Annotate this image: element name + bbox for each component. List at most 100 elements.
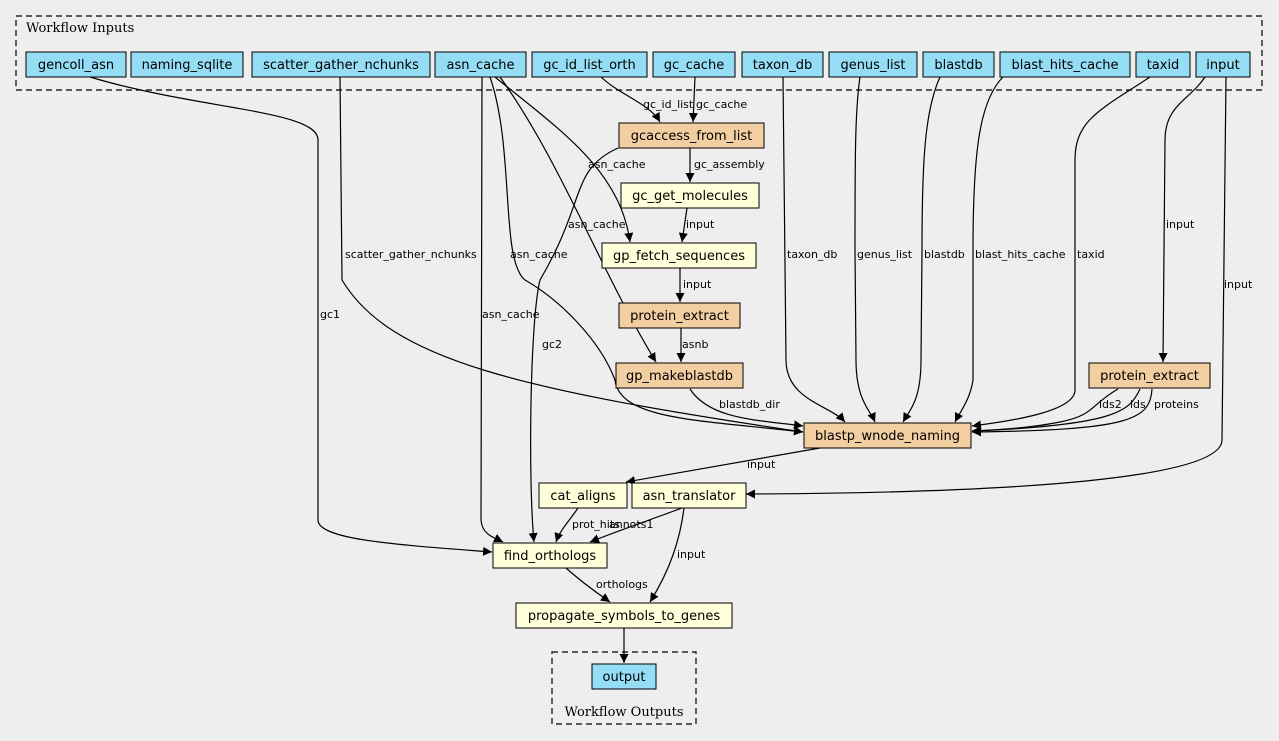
node-label: gc_cache bbox=[664, 58, 724, 73]
edge-asn_cache-to-blastp_wnode_naming bbox=[489, 76, 804, 436]
edge-taxon_db-to-blastp_wnode_naming bbox=[782, 76, 846, 423]
node-box bbox=[620, 182, 760, 209]
node-label: gencoll_asn bbox=[38, 58, 114, 73]
node-label: gc_id_list_orth bbox=[543, 58, 636, 73]
node-box bbox=[1135, 51, 1191, 78]
edge-label-blastdb-dir: blastdb_dir bbox=[719, 398, 780, 411]
node-label: input bbox=[1206, 58, 1239, 73]
edge-gencoll_asn-to-find_orthologs bbox=[89, 76, 493, 556]
node-box bbox=[922, 51, 995, 78]
edge-label-gc-id-list: gc_id_list bbox=[643, 98, 694, 111]
edge-scatter_gather_nchunks-to-blastp_wnode_naming bbox=[339, 76, 804, 436]
node-protein-extract-1[interactable]: protein_extract bbox=[618, 302, 741, 329]
edge-label-asn-cache: asn_cache bbox=[482, 308, 540, 321]
node-gencoll-asn[interactable]: gencoll_asn bbox=[25, 51, 127, 78]
node-box bbox=[251, 51, 431, 78]
node-blastp-wnode-naming[interactable]: blastp_wnode_naming bbox=[803, 422, 972, 449]
edge-label-input: input bbox=[677, 548, 706, 561]
node-input[interactable]: input bbox=[1195, 51, 1251, 78]
node-gc-cache[interactable]: gc_cache bbox=[652, 51, 736, 78]
edge-label-orthologs: orthologs bbox=[596, 578, 648, 591]
node-label: gcaccess_from_list bbox=[631, 129, 753, 144]
edge-label-prot-hits: prot_hits bbox=[572, 518, 620, 531]
node-box bbox=[741, 51, 824, 78]
node-label: naming_sqlite bbox=[142, 58, 233, 73]
workflow-inputs-label: Workflow Inputs bbox=[26, 21, 134, 36]
node-output[interactable]: output bbox=[591, 663, 657, 690]
node-blastdb[interactable]: blastdb bbox=[922, 51, 995, 78]
edge-asn_cache-to-find_orthologs bbox=[480, 76, 504, 543]
edge-input-to-protein_extract_2 bbox=[1158, 76, 1206, 363]
edge-label-gc-cache: gc_cache bbox=[696, 98, 747, 111]
edge-gcaccess_from_list-to-find_orthologs bbox=[528, 147, 619, 543]
node-box bbox=[618, 122, 765, 149]
edge-label-taxid: taxid bbox=[1077, 248, 1105, 261]
node-box bbox=[591, 663, 657, 690]
node-gp-makeblastdb[interactable]: gp_makeblastdb bbox=[615, 362, 744, 389]
edge-asn_cache-to-gp_fetch_sequences bbox=[494, 76, 634, 243]
node-asn-translator[interactable]: asn_translator bbox=[631, 482, 747, 509]
edge-cat_aligns-to-find_orthologs bbox=[554, 507, 579, 543]
edge-input-to-asn_translator bbox=[745, 76, 1227, 499]
node-label: propagate_symbols_to_genes bbox=[528, 609, 721, 624]
edge-gc_cache-to-gcaccess_from_list bbox=[688, 76, 698, 123]
node-gcaccess-from-list[interactable]: gcaccess_from_list bbox=[618, 122, 765, 149]
node-gc-get-molecules[interactable]: gc_get_molecules bbox=[620, 182, 760, 209]
node-box bbox=[615, 362, 744, 389]
edge-label-proteins: proteins bbox=[1154, 398, 1199, 411]
node-scatter-gather-nchunks[interactable]: scatter_gather_nchunks bbox=[251, 51, 431, 78]
edge-gc_id_list_orth-to-gcaccess_from_list bbox=[600, 76, 661, 123]
node-label: blastdb bbox=[934, 58, 982, 73]
edge-blastp_wnode_naming-to-cat_aligns bbox=[625, 447, 821, 485]
node-box bbox=[531, 51, 648, 78]
edge-protein_extract_2-to-blastp_wnode_naming bbox=[971, 388, 1153, 437]
edge-label-gc-assembly: gc_assembly bbox=[694, 158, 765, 171]
node-box bbox=[1195, 51, 1251, 78]
edge-label-gc2: gc2 bbox=[542, 338, 562, 351]
node-box bbox=[618, 302, 741, 329]
edge-label-genus-list: genus_list bbox=[857, 248, 913, 261]
node-genus-list[interactable]: genus_list bbox=[828, 51, 918, 78]
node-label: blastp_wnode_naming bbox=[815, 429, 960, 444]
edge-label-asn-cache: asn_cache bbox=[588, 158, 646, 171]
node-label: output bbox=[603, 670, 646, 685]
node-gp-fetch-sequences[interactable]: gp_fetch_sequences bbox=[601, 242, 757, 269]
node-naming-sqlite[interactable]: naming_sqlite bbox=[130, 51, 244, 78]
node-box bbox=[492, 542, 608, 569]
node-label: protein_extract bbox=[1100, 369, 1199, 384]
edge-label-annots1: annots1 bbox=[609, 518, 653, 531]
node-box bbox=[130, 51, 244, 78]
edge-label-blast-hits-cache: blast_hits_cache bbox=[975, 248, 1066, 261]
edge-label-input: input bbox=[1224, 278, 1253, 291]
node-find-orthologs[interactable]: find_orthologs bbox=[492, 542, 608, 569]
edge-label-input: input bbox=[1166, 218, 1195, 231]
node-box bbox=[1088, 362, 1211, 389]
node-label: cat_aligns bbox=[550, 489, 615, 504]
node-label: find_orthologs bbox=[504, 549, 597, 564]
node-label: taxid bbox=[1147, 58, 1180, 73]
edge-asn_translator-to-find_orthologs bbox=[589, 507, 683, 543]
node-cat-aligns[interactable]: cat_aligns bbox=[538, 482, 628, 509]
edge-blastdb-to-blastp_wnode_naming bbox=[902, 76, 941, 423]
node-asn-cache[interactable]: asn_cache bbox=[434, 51, 527, 78]
edge-gp_makeblastdb-to-blastp_wnode_naming bbox=[689, 388, 804, 430]
node-blast-hits-cache[interactable]: blast_hits_cache bbox=[999, 51, 1131, 78]
node-box bbox=[434, 51, 527, 78]
edge-label-input: input bbox=[747, 458, 776, 471]
node-taxid[interactable]: taxid bbox=[1135, 51, 1191, 78]
node-protein-extract-2[interactable]: protein_extract bbox=[1088, 362, 1211, 389]
node-label: genus_list bbox=[840, 58, 905, 73]
edge-label-input: input bbox=[683, 278, 712, 291]
edge-label-lds: lds bbox=[1130, 398, 1146, 411]
edge-gc_get_molecules-to-gp_fetch_sequences bbox=[678, 207, 688, 243]
edge-asn_translator-to-propagate_symbols_to_genes bbox=[649, 507, 685, 603]
node-label: asn_cache bbox=[447, 58, 515, 73]
node-gc-id-list-orth[interactable]: gc_id_list_orth bbox=[531, 51, 648, 78]
node-propagate-symbols-to-genes[interactable]: propagate_symbols_to_genes bbox=[515, 602, 733, 629]
edge-label-asn-cache: asn_cache bbox=[510, 248, 568, 261]
node-box bbox=[999, 51, 1131, 78]
edge-genus_list-to-blastp_wnode_naming bbox=[854, 76, 876, 423]
node-taxon-db[interactable]: taxon_db bbox=[741, 51, 824, 78]
